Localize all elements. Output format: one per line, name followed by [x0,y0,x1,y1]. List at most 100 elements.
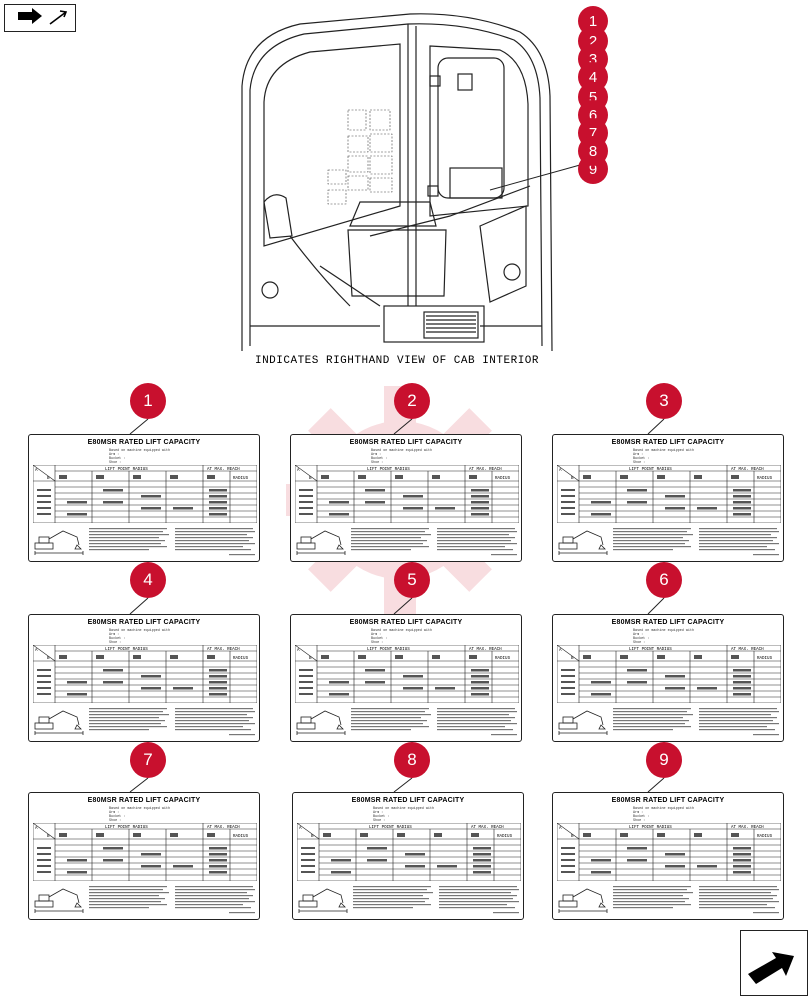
decal-notes-lines [613,528,779,556]
decal-spec-line: Bucket : [371,457,388,461]
table-header-radius: RADIUS [233,835,249,839]
decal-callout-8[interactable]: 8 [394,742,430,778]
table-header-b: B [571,657,574,661]
lift-capacity-decal: E80MSR RATED LIFT CAPACITY Based on mach… [552,792,784,920]
decal-notes [613,707,781,737]
table-header-a: A [559,649,562,653]
decal-spec-line: Shoe : [373,819,386,823]
decal-spec-line: Based on machine equipped with [371,449,433,453]
lift-capacity-decal: E80MSR RATED LIFT CAPACITY Based on mach… [28,434,260,562]
decal-notes-lines [89,886,255,914]
decal-spec-line: Bucket : [633,815,650,819]
decal-spec-line: Based on machine equipped with [633,449,695,453]
decal-spec-line: Based on machine equipped with [109,807,171,811]
excavator-icon [298,888,348,913]
table-header-lift-point-radius: LIFT POINT RADIUS [105,826,148,830]
decal-notes [351,707,519,737]
table-header-lift-point-radius: LIFT POINT RADIUS [367,648,410,652]
arrow-right-icon [748,952,794,984]
table-header-max-reach: AT MAX. REACH [731,468,764,472]
table-header-max-reach: AT MAX. REACH [207,648,240,652]
previous-page-button[interactable] [4,4,76,32]
decal-spec-lines: Based on machine equipped with Arm : Buc… [109,629,229,645]
decal-spec-line: Bucket : [109,815,126,819]
decal-spec-line: Based on machine equipped with [633,629,695,633]
decal-spec-line: Bucket : [109,637,126,641]
decal-spec-line: Arm : [633,811,644,815]
decal-spec-line: Shoe : [371,461,384,465]
table-header-max-reach: AT MAX. REACH [471,826,504,830]
decal-title: E80MSR RATED LIFT CAPACITY [611,619,725,626]
decal-spec-line: Shoe : [109,819,122,823]
decal-notes-lines [353,886,519,914]
decal-notes [613,527,781,557]
table-header-a: A [35,469,38,473]
lift-capacity-decal: E80MSR RATED LIFT CAPACITY Based on mach… [28,614,260,742]
table-header-max-reach: AT MAX. REACH [469,468,502,472]
table-header-b: B [47,835,50,839]
decal-title: E80MSR RATED LIFT CAPACITY [87,619,201,626]
next-page-button[interactable] [740,930,808,996]
decal-spec-line: Bucket : [373,815,390,819]
decal-title: E80MSR RATED LIFT CAPACITY [611,439,725,446]
decal-callout-2[interactable]: 2 [394,383,430,419]
decal-callout-4[interactable]: 4 [130,562,166,598]
decal-notes [351,527,519,557]
cab-view-caption: INDICATES RIGHTHAND VIEW OF CAB INTERIOR [254,355,540,367]
decal-spec-lines: Based on machine equipped with Arm : Buc… [371,449,491,465]
decal-spec-line: Shoe : [109,641,122,645]
decal-capacity-table: A B LIFT POINT RADIUS AT MAX. REACH RADI… [33,823,257,881]
table-header-b: B [309,657,312,661]
decal-spec-lines: Based on machine equipped with Arm : Buc… [109,449,229,465]
table-header-b: B [309,477,312,481]
decal-spec-line: Arm : [371,453,382,457]
decal-title: E80MSR RATED LIFT CAPACITY [351,797,465,804]
excavator-icon [558,710,608,735]
table-header-b: B [571,835,574,839]
decal-callout-6[interactable]: 6 [646,562,682,598]
lift-capacity-decal: E80MSR RATED LIFT CAPACITY Based on mach… [290,614,522,742]
table-header-radius: RADIUS [497,835,513,839]
table-header-lift-point-radius: LIFT POINT RADIUS [629,826,672,830]
table-header-radius: RADIUS [757,477,773,481]
excavator-icon [558,530,608,555]
table-header-radius: RADIUS [495,477,511,481]
table-header-lift-point-radius: LIFT POINT RADIUS [105,648,148,652]
lift-capacity-decal: E80MSR RATED LIFT CAPACITY Based on mach… [552,614,784,742]
decal-callout-7[interactable]: 7 [130,742,166,778]
decal-callout-5[interactable]: 5 [394,562,430,598]
table-header-b: B [47,477,50,481]
table-header-lift-point-radius: LIFT POINT RADIUS [105,468,148,472]
decal-spec-lines: Based on machine equipped with Arm : Buc… [633,449,753,465]
table-header-b: B [311,835,314,839]
excavator-icon [296,530,346,555]
table-header-lift-point-radius: LIFT POINT RADIUS [369,826,412,830]
decal-spec-line: Based on machine equipped with [109,449,171,453]
decal-title: E80MSR RATED LIFT CAPACITY [611,797,725,804]
cab-callout-8[interactable]: 8 [578,136,608,166]
decal-notes [89,885,257,915]
decal-notes-lines [89,528,255,556]
decal-spec-line: Shoe : [371,641,384,645]
decal-spec-line: Based on machine equipped with [633,807,695,811]
decal-callout-3[interactable]: 3 [646,383,682,419]
decal-spec-lines: Based on machine equipped with Arm : Buc… [109,807,229,823]
decal-callout-9[interactable]: 9 [646,742,682,778]
decal-spec-lines: Based on machine equipped with Arm : Buc… [373,807,493,823]
decal-capacity-table: A B LIFT POINT RADIUS AT MAX. REACH RADI… [557,645,781,703]
table-header-a: A [559,827,562,831]
table-header-max-reach: AT MAX. REACH [207,468,240,472]
decal-spec-line: Arm : [109,811,120,815]
lift-capacity-decal: E80MSR RATED LIFT CAPACITY Based on mach… [28,792,260,920]
decal-title: E80MSR RATED LIFT CAPACITY [349,439,463,446]
decal-spec-line: Arm : [373,811,384,815]
arrow-left-icon [18,8,68,25]
table-header-a: A [35,827,38,831]
decal-spec-line: Bucket : [371,637,388,641]
decal-title: E80MSR RATED LIFT CAPACITY [87,797,201,804]
decal-spec-line: Shoe : [633,641,646,645]
decal-capacity-table: A B LIFT POINT RADIUS AT MAX. REACH RADI… [33,465,257,523]
decal-callout-1[interactable]: 1 [130,383,166,419]
decal-spec-line: Shoe : [109,461,122,465]
excavator-icon [34,710,84,735]
